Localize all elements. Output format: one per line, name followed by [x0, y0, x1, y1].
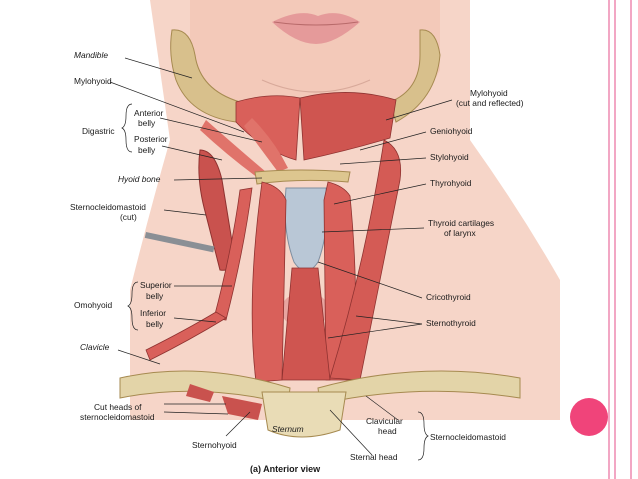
sternum — [261, 391, 347, 438]
sternothyroid — [281, 267, 331, 381]
label-thyroid-1: Thyroid cartilages — [428, 218, 494, 228]
label-scm-cut-2: (cut) — [120, 212, 137, 222]
label-stylohyoid: Stylohyoid — [430, 152, 469, 162]
label-belly-inferior: belly — [146, 319, 164, 329]
retractor-hook — [144, 232, 215, 253]
label-sternohyoid: Sternohyoid — [192, 440, 237, 450]
sternohyoid-left — [251, 181, 287, 383]
label-thyrohyoid: Thyrohyoid — [430, 178, 472, 188]
label-thyroid-2: of larynx — [444, 228, 476, 238]
label-cricothyroid: Cricothyroid — [426, 292, 471, 302]
lips — [272, 13, 360, 45]
label-scm-cut-1: Sternocleidomastoid — [70, 202, 146, 212]
label-mylohyoid: Mylohyoid — [74, 76, 112, 86]
label-digastric: Digastric — [82, 126, 115, 136]
label-belly-superior: belly — [146, 291, 164, 301]
label-clavicular: Clavicular — [366, 416, 403, 426]
face-skin — [190, 0, 440, 120]
slide-decor-dot — [570, 398, 608, 436]
leader-lines — [109, 57, 453, 461]
label-belly-posterior: belly — [138, 145, 156, 155]
scm-right — [329, 139, 402, 381]
label-hyoid-bone: Hyoid bone — [118, 174, 161, 184]
label-clavicle: Clavicle — [80, 342, 110, 352]
label-sternal-head: Sternal head — [350, 452, 398, 462]
mandible-right — [389, 29, 441, 123]
label-anterior: Anterior — [134, 108, 164, 118]
mylohyoid-left — [235, 95, 301, 161]
label-cut-heads-1: Cut heads of — [94, 402, 142, 412]
label-geniohyoid: Geniohyoid — [430, 126, 473, 136]
label-posterior: Posterior — [134, 134, 168, 144]
label-superior: Superior — [140, 280, 172, 290]
label-belly-anterior: belly — [138, 118, 156, 128]
figure-caption: (a) Anterior view — [250, 464, 321, 474]
label-mandible: Mandible — [74, 50, 108, 60]
clavicle-right — [317, 370, 521, 405]
slide-border-stripe — [608, 0, 610, 479]
scm-cut-heads — [222, 396, 262, 420]
slide-border-stripe — [630, 0, 632, 479]
label-sternum: Sternum — [272, 424, 304, 434]
label-mylohyoid-r-1: Mylohyoid — [470, 88, 508, 98]
mylohyoid-right — [299, 92, 397, 161]
slide-border-stripe — [614, 0, 616, 479]
hyoid-bone — [254, 169, 351, 185]
label-mylohyoid-r-2: (cut and reflected) — [456, 98, 524, 108]
digastric-anterior — [244, 118, 288, 172]
label-head: head — [378, 426, 397, 436]
label-cut-heads-2: sternocleidomastoid — [80, 412, 155, 422]
digastric-posterior — [200, 120, 266, 178]
label-sternothyroid: Sternothyroid — [426, 318, 476, 328]
label-scm-right: Sternocleidomastoid — [430, 432, 506, 442]
label-omohyoid: Omohyoid — [74, 300, 113, 310]
label-inferior: Inferior — [140, 308, 166, 318]
